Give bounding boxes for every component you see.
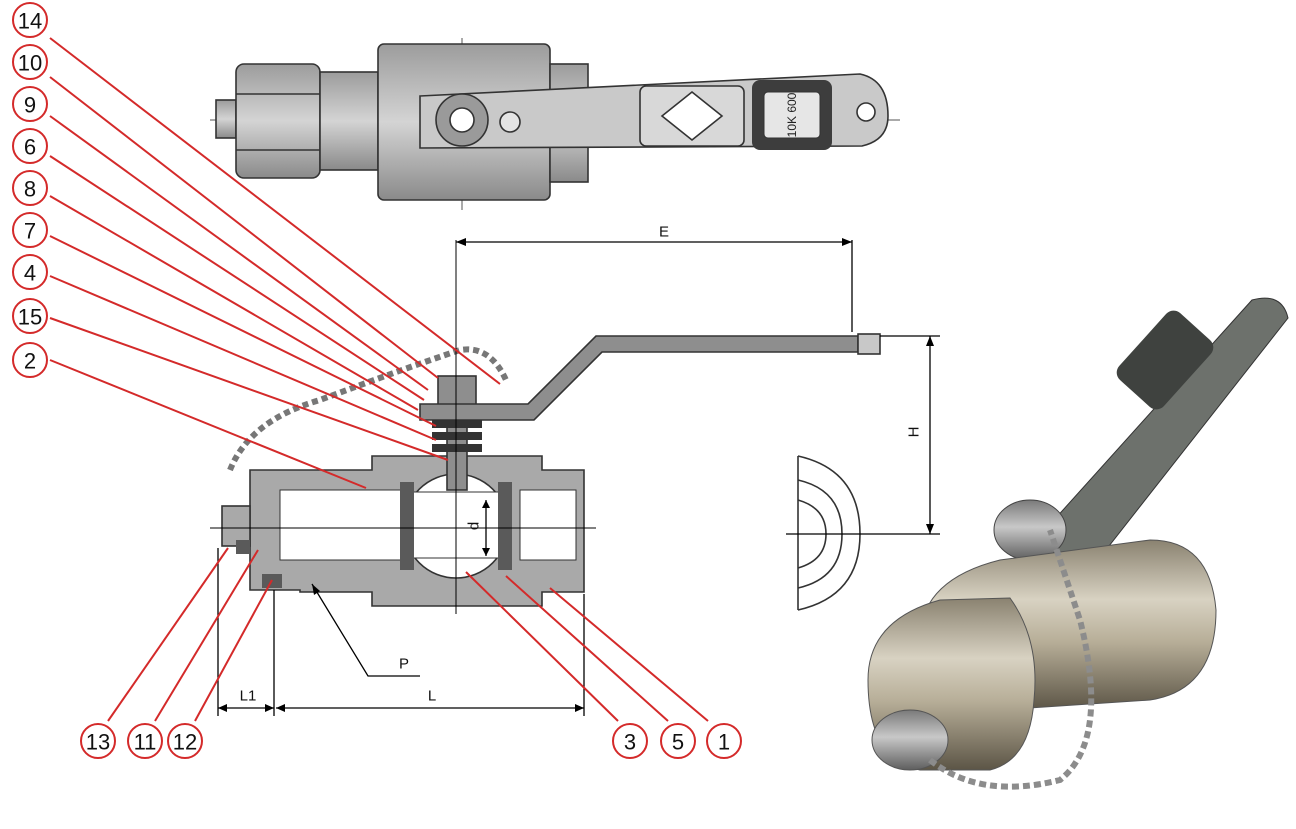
svg-text:6: 6 xyxy=(24,135,36,160)
leader-1 xyxy=(549,587,709,722)
dim-e-label: E xyxy=(659,224,669,241)
svg-text:3: 3 xyxy=(624,730,636,755)
dim-l-label: L xyxy=(428,688,436,705)
callout-4: 4 xyxy=(12,254,48,290)
callout-5: 5 xyxy=(660,723,696,759)
top-hex-nut xyxy=(235,63,321,179)
svg-text:13: 13 xyxy=(86,730,110,755)
leader-6 xyxy=(49,155,425,401)
svg-text:5: 5 xyxy=(672,730,684,755)
section-view xyxy=(210,240,881,614)
dim-p-label: P xyxy=(399,656,409,673)
svg-text:8: 8 xyxy=(24,177,36,202)
leader-2 xyxy=(49,359,367,489)
svg-text:14: 14 xyxy=(18,9,42,34)
section-seal-13 xyxy=(236,540,250,554)
leader-8 xyxy=(49,195,419,411)
logo-diamond-icon xyxy=(660,90,724,142)
section-lever xyxy=(419,335,859,421)
svg-text:12: 12 xyxy=(173,730,197,755)
svg-text:7: 7 xyxy=(24,219,36,244)
section-chain xyxy=(227,346,509,472)
leader-9 xyxy=(49,115,429,391)
leader-10 xyxy=(49,76,439,379)
top-connector xyxy=(319,71,379,171)
callout-12: 12 xyxy=(167,723,203,759)
svg-text:9: 9 xyxy=(24,93,36,118)
photo-end-cap xyxy=(871,709,949,771)
section-packing-2 xyxy=(432,432,482,440)
top-lever-hole xyxy=(856,102,876,122)
callout-15: 15 xyxy=(12,298,48,334)
leader-13 xyxy=(107,547,229,722)
dim-p-leader xyxy=(311,583,420,677)
end-view xyxy=(797,455,861,611)
section-lever-tip xyxy=(857,333,881,355)
leader-11 xyxy=(154,549,259,722)
callout-13: 13 xyxy=(80,723,116,759)
leader-12 xyxy=(194,579,273,722)
callout-6: 6 xyxy=(12,128,48,164)
leader-5 xyxy=(505,575,669,722)
callout-9: 9 xyxy=(12,86,48,122)
svg-text:11: 11 xyxy=(134,730,157,755)
section-bore-right xyxy=(519,489,577,561)
callout-balloons: 14 10 9 6 8 7 4 15 2 13 11 xyxy=(12,2,742,759)
photo-lever xyxy=(1016,297,1289,561)
leader-14 xyxy=(49,37,501,385)
top-badge xyxy=(763,91,821,139)
top-stop-pin xyxy=(499,111,521,133)
leader-3 xyxy=(465,571,619,722)
section-packing-1 xyxy=(432,420,482,428)
dim-d-label: d xyxy=(466,522,483,530)
svg-text:2: 2 xyxy=(24,349,36,374)
leader-lines xyxy=(49,37,709,722)
top-view: 10K 600 xyxy=(210,38,900,210)
svg-text:15: 15 xyxy=(18,305,42,330)
svg-text:10: 10 xyxy=(18,51,42,76)
leader-7 xyxy=(49,235,437,427)
callout-3: 3 xyxy=(612,723,648,759)
svg-text:4: 4 xyxy=(24,261,36,286)
section-stem-nut xyxy=(437,375,477,407)
section-bore-left xyxy=(279,489,403,561)
valve-photo xyxy=(867,297,1289,790)
svg-text:1: 1 xyxy=(718,730,730,755)
section-end-cap xyxy=(221,505,251,547)
dimensions: E H d P L1 L xyxy=(217,224,940,716)
section-seat-left xyxy=(400,482,414,570)
top-end-stub xyxy=(215,99,237,139)
callout-14: 14 xyxy=(12,2,48,38)
callout-11: 11 xyxy=(127,723,163,759)
callout-7: 7 xyxy=(12,212,48,248)
dim-h-label: H xyxy=(906,427,923,438)
end-view-outer xyxy=(797,455,861,611)
callout-2: 2 xyxy=(12,342,48,378)
photo-lever-grip xyxy=(1116,310,1214,410)
leader-15 xyxy=(49,317,449,461)
top-badge-text: 10K 600 xyxy=(785,92,799,137)
callout-1: 1 xyxy=(706,723,742,759)
section-packing-3 xyxy=(432,444,482,452)
section-seat-right xyxy=(498,482,512,570)
leader-4 xyxy=(49,275,437,441)
callout-8: 8 xyxy=(12,170,48,206)
dim-l1-label: L1 xyxy=(240,688,257,705)
callout-10: 10 xyxy=(12,44,48,80)
